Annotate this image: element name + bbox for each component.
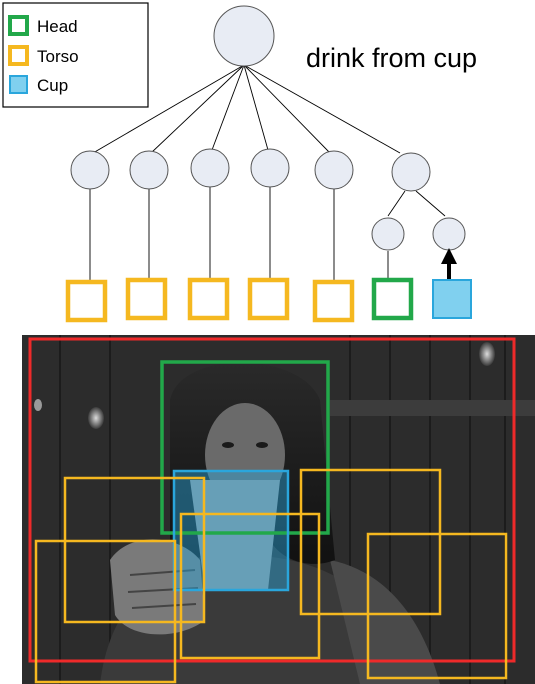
- head-node: [371, 217, 405, 251]
- torso-part-box-5: [312, 279, 355, 323]
- torso-node-3: [190, 148, 230, 188]
- detection-boxes: [28, 337, 516, 684]
- edge-interaction-cup: [415, 190, 446, 217]
- torso-part-box-2: [125, 277, 168, 321]
- edge-root-torso-2: [150, 64, 245, 154]
- photo-cup: [190, 480, 280, 590]
- root-node: [213, 5, 275, 67]
- photo-hand-fingers: [127, 569, 199, 609]
- torso-detection-box-5: [366, 532, 508, 680]
- torso-detection-box-2: [34, 539, 177, 684]
- edge-root-torso-5: [243, 64, 331, 154]
- torso-detection-box-4: [299, 468, 442, 616]
- head-part-box: [371, 277, 414, 321]
- cup-detection-box: [172, 469, 290, 592]
- cup-node: [432, 217, 466, 251]
- tree-edges: [89, 64, 446, 282]
- head-detection-box: [160, 360, 330, 535]
- torso-detection-box-3: [179, 512, 321, 660]
- photo-eye-right: [256, 442, 268, 448]
- tree-nodes: [70, 5, 466, 251]
- photo-eye-left: [222, 442, 234, 448]
- edge-root-torso-1: [92, 64, 245, 154]
- torso-part-box-4: [247, 277, 290, 321]
- torso-part-box-1: [65, 279, 108, 323]
- torso-detection-box-1: [63, 476, 206, 624]
- photo-wall-rail: [330, 400, 535, 416]
- part-boxes: [65, 277, 472, 323]
- cup-arrow: [441, 248, 457, 279]
- action-caption: drink from cup: [306, 43, 477, 73]
- photo-jacket-shade: [330, 560, 440, 684]
- legend-cup-swatch: [9, 75, 28, 94]
- photo-lamp-right: [479, 342, 495, 366]
- torso-node-4: [250, 148, 290, 188]
- scene-box: [28, 337, 516, 663]
- edge-root-torso-4: [243, 64, 269, 151]
- photo-light-spot: [34, 399, 42, 411]
- cup-detection-fill: [174, 471, 288, 590]
- legend-torso-label: Torso: [37, 47, 79, 66]
- legend-cup-label: Cup: [37, 76, 68, 95]
- photo-lamp-left: [88, 407, 104, 429]
- torso-part-box-3: [187, 277, 230, 321]
- scene-photo: [22, 335, 535, 684]
- torso-node-2: [129, 150, 169, 190]
- legend: Head Torso Cup: [2, 2, 149, 108]
- edge-interaction-head: [387, 190, 406, 217]
- torso-node-5: [314, 150, 354, 190]
- cup-arrow-head: [441, 248, 457, 264]
- legend-head-swatch: [8, 15, 29, 36]
- edge-root-interaction: [243, 64, 401, 154]
- cup-part-box: [432, 279, 472, 319]
- edge-root-torso-3: [211, 64, 245, 151]
- interaction-node: [391, 152, 431, 192]
- torso-node-1: [70, 150, 110, 190]
- legend-torso-swatch: [8, 45, 29, 66]
- legend-head-label: Head: [37, 17, 78, 36]
